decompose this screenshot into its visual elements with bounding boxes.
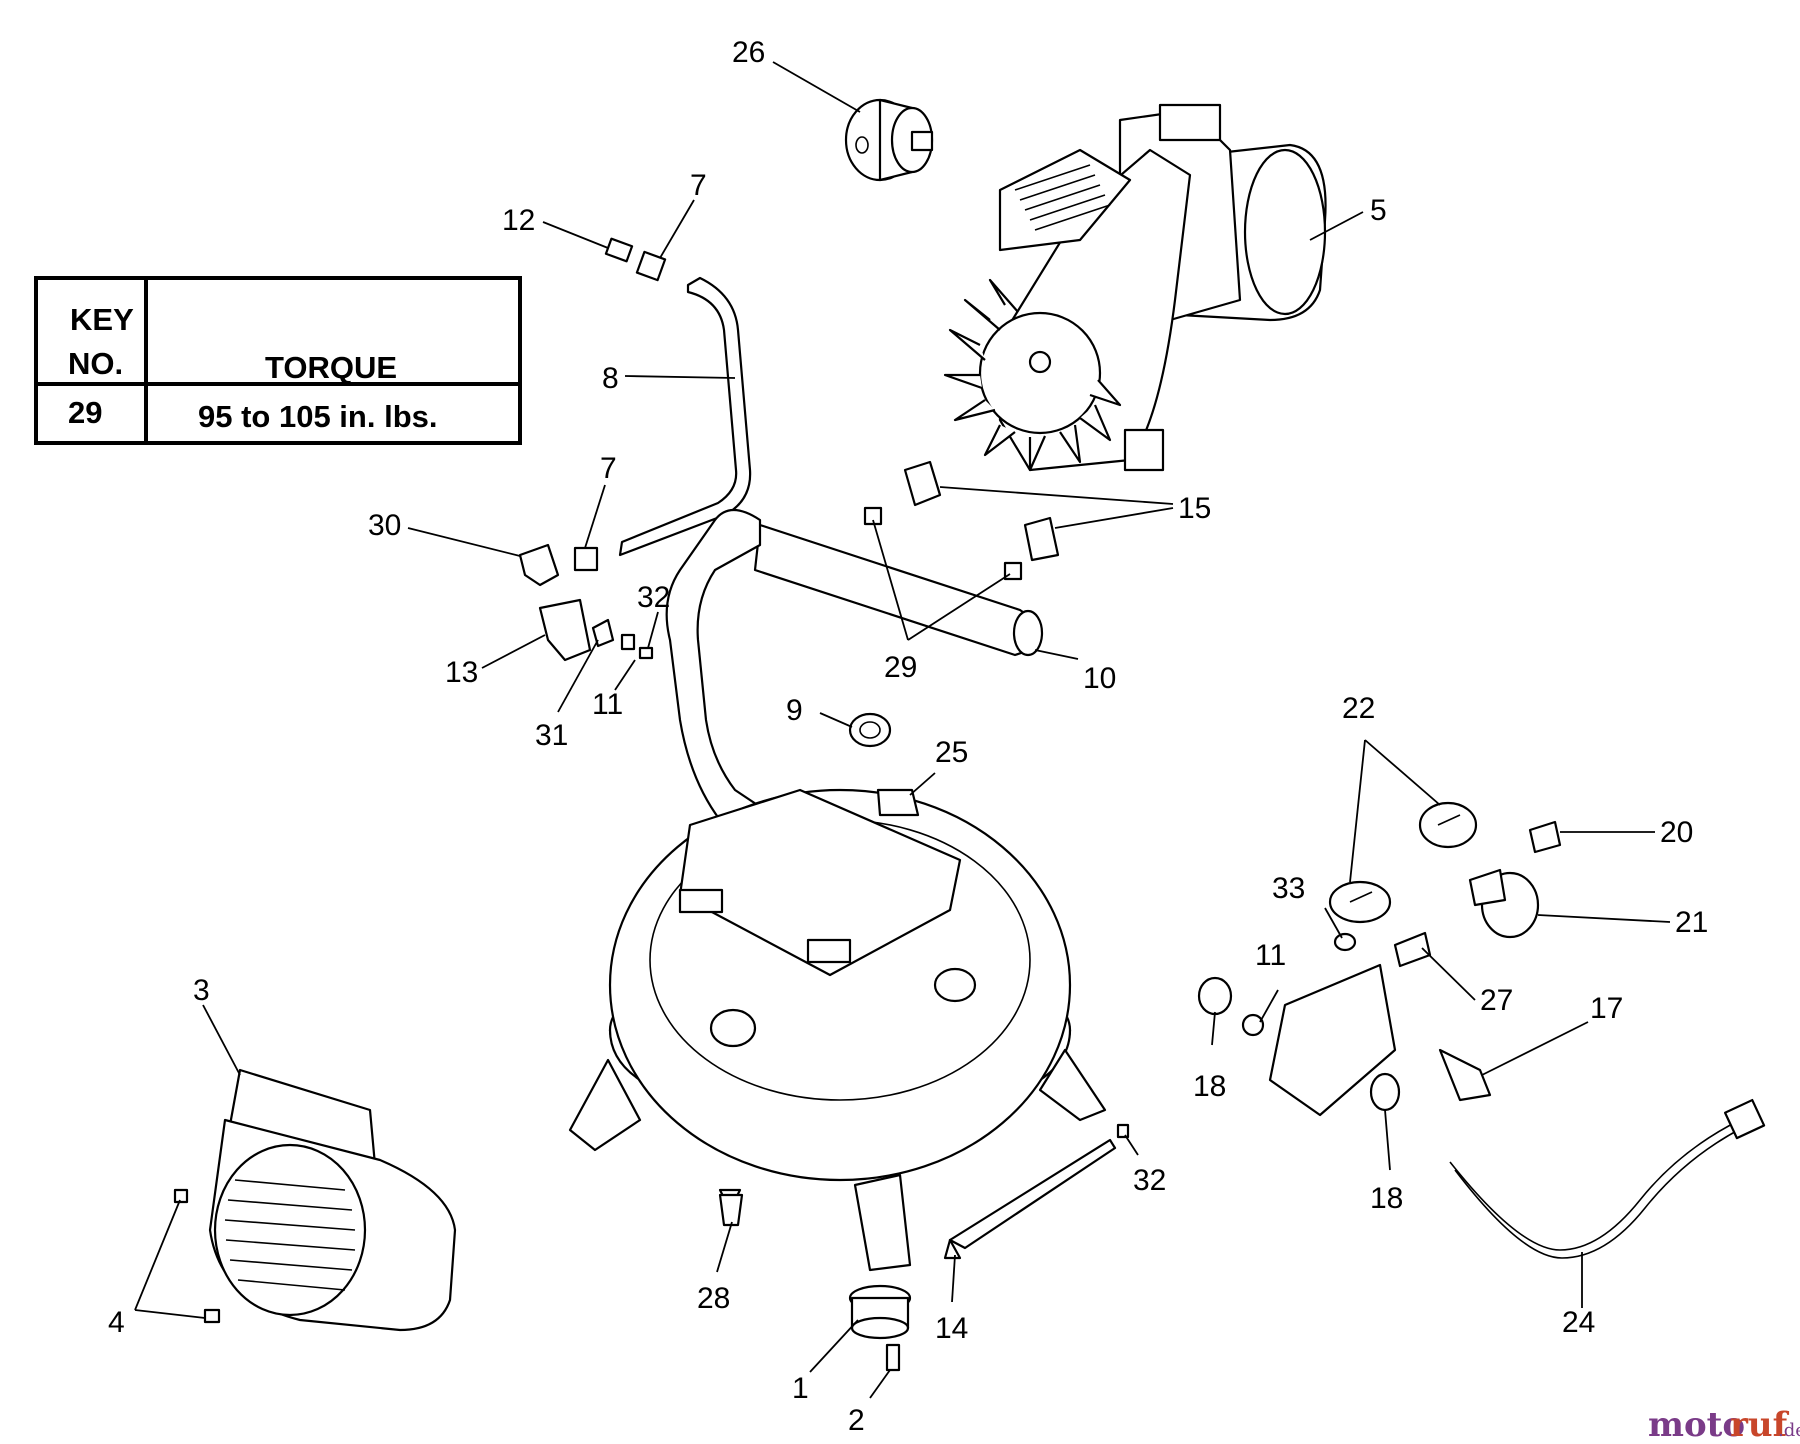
table-row-torque: 95 to 105 in. lbs. [198,399,437,434]
table-row-key: 29 [68,395,102,430]
callout-2: 2 [848,1404,865,1437]
small-hardware-parts [173,237,1130,1372]
callout-33: 33 [1272,872,1305,905]
watermark-part2: ruf [1730,1405,1790,1444]
part-10-manifold-tube [665,508,1044,847]
pressure-switch-group [1197,801,1766,1259]
callout-29: 29 [884,651,917,684]
callout-22: 22 [1342,692,1375,725]
callout-17: 17 [1590,992,1623,1025]
callout-32-right: 32 [1133,1164,1166,1197]
callout-8: 8 [602,362,619,395]
torque-table: KEY NO. TORQUE 29 95 to 105 in. lbs. [34,276,522,445]
callout-32-left: 32 [637,581,670,614]
callout-31: 31 [535,719,568,752]
table-header-key-line1: KEY [70,302,134,337]
callout-15: 15 [1178,492,1211,525]
callout-7-top: 7 [690,169,707,202]
callout-1: 1 [792,1372,809,1405]
callout-11-right: 11 [1255,939,1286,972]
callout-3: 3 [193,974,210,1007]
callout-14: 14 [935,1312,968,1345]
callout-21: 21 [1675,906,1708,939]
callout-18-right: 18 [1370,1182,1403,1215]
watermark-part1: moto [1648,1405,1745,1444]
part-8-outlet-tube [618,276,752,557]
watermark-suffix: .de [1778,1420,1800,1441]
callout-13: 13 [445,656,478,689]
part-5-motor-pump [943,103,1327,472]
callout-10: 10 [1083,662,1116,695]
table-header-torque: TORQUE [265,350,397,385]
callout-labels: 26 5 12 7 8 30 7 32 13 11 31 15 29 10 9 … [108,36,1708,1437]
table-header-key-line2: NO. [68,346,123,381]
callout-27: 27 [1480,984,1513,1017]
callout-5: 5 [1370,194,1387,227]
callout-11-left: 11 [592,688,623,721]
callout-25: 25 [935,736,968,769]
callout-20: 20 [1660,816,1693,849]
air-tank [568,788,1107,1272]
watermark-logo: moto ruf .de [1648,1405,1800,1444]
callout-18-left: 18 [1193,1070,1226,1103]
callout-28: 28 [697,1282,730,1315]
callout-7-lower: 7 [600,452,617,485]
callout-9: 9 [786,694,803,727]
leader-lines [134,61,1671,1399]
callout-26: 26 [732,36,765,69]
callout-4: 4 [108,1306,125,1339]
part-26-pulley [844,98,934,182]
callout-30: 30 [368,509,401,542]
callout-24: 24 [1562,1306,1595,1339]
part-3-shroud [208,1068,457,1332]
callout-12: 12 [502,204,535,237]
